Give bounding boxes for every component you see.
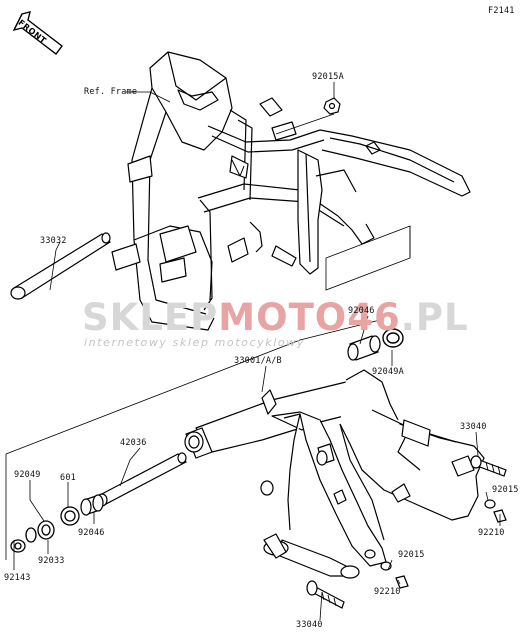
watermark-brand-main: SKLEP (82, 296, 219, 339)
nut-92210-bottom (395, 575, 409, 589)
callout-33032: 33032 (40, 236, 67, 246)
callout-33040-bottom: 33040 (296, 620, 323, 630)
watermark-tagline: internetowy sklep motocyklowy (84, 336, 305, 349)
watermark-brand-moto: MOTO (218, 296, 348, 339)
leader-lines (13, 82, 501, 621)
collar-92049A (382, 328, 404, 348)
frame-boundary-lines (5, 225, 411, 560)
axle-42036 (96, 452, 188, 507)
seal-601 (60, 506, 80, 526)
nut-92143 (10, 539, 26, 553)
callout-92046-bottom: 92046 (78, 528, 105, 538)
watermark-brand-num: 46 (347, 296, 401, 339)
pivot-shaft-33032 (10, 232, 111, 300)
front-arrow-icon (12, 11, 63, 55)
callout-ref-frame: Ref. Frame (84, 87, 138, 97)
adjuster-bolt-33040-bottom (306, 580, 345, 609)
bearing-92046-top (347, 335, 381, 361)
callout-33040-right: 33040 (460, 422, 487, 432)
nut-92015A (323, 97, 341, 115)
swingarm-33001 (184, 369, 485, 579)
washer-92015-bottom (380, 561, 392, 571)
figure-code: F2141 (488, 6, 515, 16)
bearing-92046-bottom (80, 494, 104, 516)
callout-92143: 92143 (4, 573, 31, 583)
watermark-brand-tld: .PL (400, 296, 469, 339)
washer-92015-right (484, 499, 496, 509)
reference-frame (111, 51, 471, 331)
callout-92015-right: 92015 (492, 485, 519, 495)
callout-92046-top: 92046 (348, 306, 375, 316)
callout-92210-right: 92210 (478, 528, 505, 538)
callout-92015A: 92015A (312, 72, 344, 82)
callout-92049A: 92049A (372, 367, 404, 377)
callout-92210-bottom: 92210 (374, 587, 401, 597)
callout-601: 601 (60, 473, 76, 483)
callout-92033: 92033 (38, 556, 65, 566)
callout-42036: 42036 (120, 438, 147, 448)
collar-92049 (37, 520, 55, 540)
callout-92015-bottom: 92015 (398, 550, 425, 560)
callout-92049: 92049 (14, 470, 41, 480)
watermark-brand: SKLEPMOTO46.PL (82, 296, 469, 339)
adjuster-bolt-33040-right (470, 455, 507, 477)
circlip-92033 (25, 527, 37, 543)
callout-33001: 33001/A/B (234, 356, 282, 366)
